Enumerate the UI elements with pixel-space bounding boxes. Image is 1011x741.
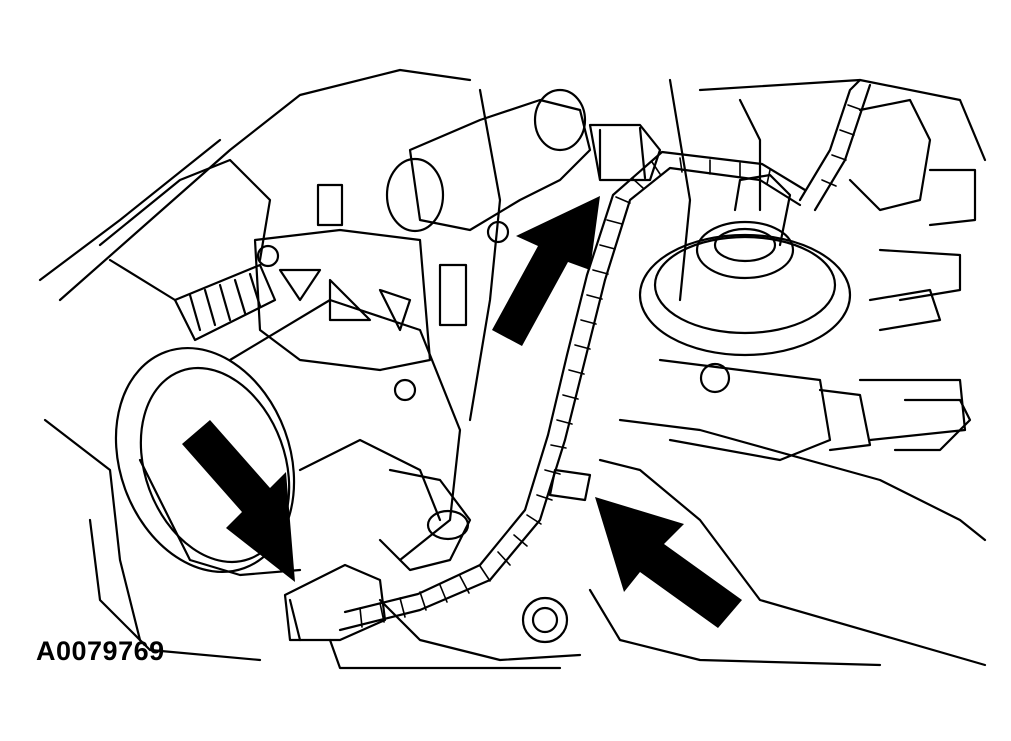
figure-id-label: A0079769 [36, 636, 165, 666]
egr-valve [638, 173, 852, 357]
right-components [848, 98, 977, 332]
wiring-harness [338, 78, 872, 632]
sensor-connector [283, 468, 569, 644]
egr-tube [658, 358, 972, 462]
coolant-elbow [316, 88, 592, 327]
electrical-connector-top [588, 123, 662, 182]
throttle-body [114, 298, 462, 574]
left-arrow [182, 420, 295, 582]
upper-arrow [492, 196, 600, 346]
engine-background-lines [38, 68, 987, 670]
right-arrow [595, 497, 742, 628]
mounting-bracket [253, 228, 432, 402]
harness-ribs [359, 104, 863, 628]
